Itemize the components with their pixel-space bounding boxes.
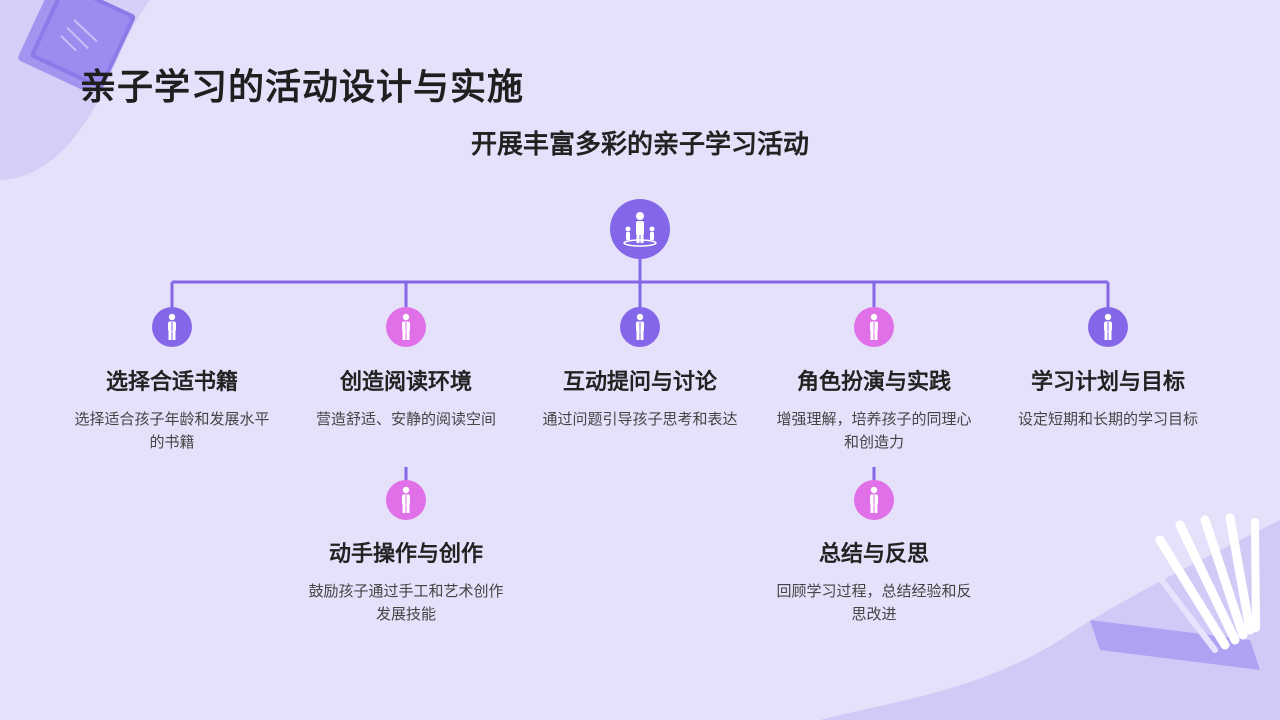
person-icon [168, 313, 176, 340]
node-1 [152, 307, 192, 347]
node-2 [386, 307, 426, 347]
card-summary-reflection: 总结与反思 回顾学习过程，总结经验和反思改进 [774, 536, 974, 626]
card-desc: 回顾学习过程，总结经验和反思改进 [776, 582, 972, 623]
node-4 [854, 307, 894, 347]
card-title: 创造阅读环境 [339, 370, 472, 395]
card-title: 互动提问与讨论 [562, 370, 717, 395]
card-title: 角色扮演与实践 [796, 370, 951, 395]
card-role-play: 角色扮演与实践 增强理解，培养孩子的同理心和创造力 [774, 364, 974, 454]
person-icon [402, 486, 410, 513]
card-interactive-discussion: 互动提问与讨论 通过问题引导孩子思考和表达 [540, 364, 740, 431]
card-desc: 增强理解，培养孩子的同理心和创造力 [776, 410, 972, 451]
card-desc: 设定短期和长期的学习目标 [1017, 410, 1198, 428]
card-desc: 通过问题引导孩子思考和表达 [542, 410, 738, 428]
card-learning-plan: 学习计划与目标 设定短期和长期的学习目标 [1008, 364, 1208, 431]
person-icon [1104, 313, 1112, 340]
card-title: 动手操作与创作 [328, 542, 483, 567]
slide-title: 亲子学习的活动设计与实施 [80, 67, 525, 108]
node-3 [620, 307, 660, 347]
person-icon [636, 313, 644, 340]
card-reading-environment: 创造阅读环境 营造舒适、安静的阅读空间 [306, 364, 506, 431]
card-title: 学习计划与目标 [1030, 370, 1185, 395]
node-7 [854, 480, 894, 520]
person-icon [870, 486, 878, 513]
node-5 [1088, 307, 1128, 347]
root-node [610, 199, 670, 259]
open-book-icon [1090, 513, 1260, 670]
slide-subtitle: 开展丰富多彩的亲子学习活动 [470, 130, 809, 160]
person-icon [402, 313, 410, 340]
group-people-icon [623, 212, 657, 247]
card-desc: 营造舒适、安静的阅读空间 [315, 410, 496, 428]
book-icon [18, 0, 136, 92]
card-choose-books: 选择合适书籍 选择适合孩子年龄和发展水平的书籍 [72, 364, 272, 454]
card-desc: 鼓励孩子通过手工和艺术创作发展技能 [308, 582, 504, 623]
card-title: 总结与反思 [818, 542, 929, 567]
bottom-right-wave [820, 520, 1280, 720]
card-title: 选择合适书籍 [105, 370, 238, 395]
card-desc: 选择适合孩子年龄和发展水平的书籍 [74, 410, 270, 451]
card-hands-on: 动手操作与创作 鼓励孩子通过手工和艺术创作发展技能 [306, 536, 506, 626]
node-6 [386, 480, 426, 520]
person-icon [870, 313, 878, 340]
